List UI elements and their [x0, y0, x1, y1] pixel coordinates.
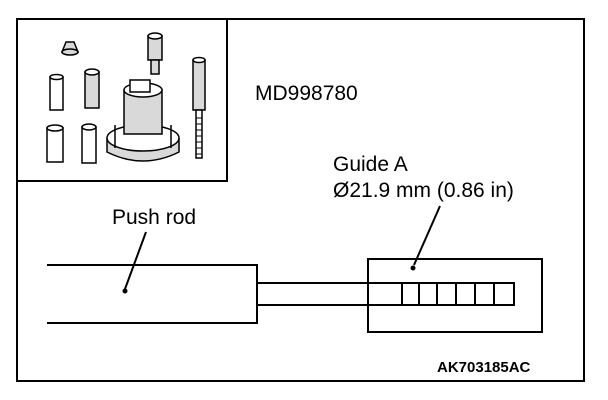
push-rod-leader — [122, 231, 147, 294]
outer-frame — [16, 18, 585, 382]
guide-a-dimension: Ø21.9 mm (0.86 in) — [333, 179, 514, 202]
figure-code: AK703185AC — [437, 359, 531, 376]
sleeve-parts — [46, 68, 100, 164]
base-stand-part — [106, 79, 180, 162]
long-rod-part — [192, 56, 206, 159]
cone-cap-part — [60, 41, 80, 56]
capped-pin-part — [147, 32, 163, 75]
push-rod-label: Push rod — [112, 206, 196, 229]
tool-kit-inset — [17, 18, 228, 182]
guide-a-leader — [410, 205, 441, 271]
guide-a-label: Guide A — [333, 153, 408, 176]
push-rod — [47, 264, 368, 324]
tool-number-label: MD998780 — [255, 82, 358, 105]
guide-a-housing — [367, 258, 543, 333]
